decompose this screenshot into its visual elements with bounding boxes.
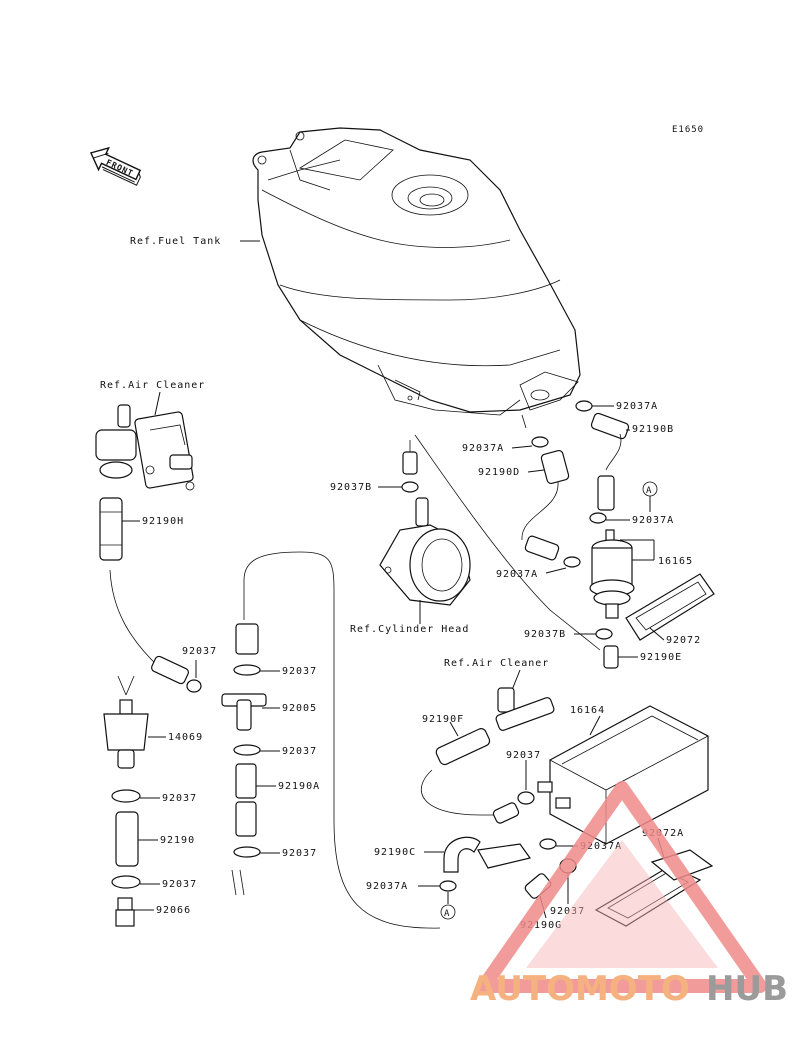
label-92072: 92072 [666,635,701,646]
hose-short-canister [492,802,520,824]
ref-cylinder-head: Ref.Cylinder Head [350,624,469,635]
label-92005: 92005 [282,703,317,714]
label-16165: 16165 [658,556,693,567]
hose-92190B [590,412,630,440]
clamp-92037A-5 [539,838,557,850]
label-92037-8: 92037 [550,906,585,917]
clamp-92037-2 [233,664,261,676]
air-cleaner-tjoint [495,687,555,731]
marker-a-top-label: A [646,486,652,496]
watermark-part2: HUB [706,969,788,1009]
clamp-92037B-2 [595,628,613,640]
hose-92190C-b [477,843,532,869]
ref-air-cleaner-mid: Ref.Air Cleaner [444,658,549,669]
hose-stub-right [597,475,615,511]
label-92037-6: 92037 [282,848,317,859]
label-92190B: 92190B [632,424,674,435]
label-92037A-2: 92037A [462,443,504,454]
label-92037A-1: 92037A [616,401,658,412]
clamp-92037A-1 [575,400,593,412]
plug-92066 [115,897,135,927]
hose-piece-lower-mid [524,535,560,561]
label-92066: 92066 [156,905,191,916]
label-92072A: 92072A [642,828,684,839]
label-92037-2: 92037 [282,666,317,677]
canister-16164 [537,705,709,845]
hose-92190E [603,645,619,669]
marker-a-bottom [440,904,456,920]
clamp-92037A-4 [563,556,581,568]
label-92037-5: 92037 [162,879,197,890]
label-92037-1: 92037 [182,646,217,657]
label-92190F: 92190F [422,714,464,725]
label-92037-4: 92037 [282,746,317,757]
hose-92190 [115,811,139,867]
label-92190C: 92190C [374,847,416,858]
air-cleaner-valve [95,404,195,491]
hose-92190D [540,449,570,485]
ref-fuel-tank: Ref.Fuel Tank [130,236,221,247]
valve-16165 [589,529,635,619]
clamp-92037A-2 [531,436,549,448]
clamp-92037-3 [111,789,141,803]
label-92190H: 92190H [142,516,184,527]
fuel-tank [252,127,581,429]
label-92037-7: 92037 [506,750,541,761]
label-14069: 14069 [168,732,203,743]
marker-a-bottom-label: A [444,909,450,919]
label-92037A-3: 92037A [632,515,674,526]
watermark: AUTOMOTO HUB [470,781,788,1009]
label-92037A-4: 92037A [496,569,538,580]
hose-piece-left [151,655,202,693]
hose-92190F [435,728,491,766]
fuel-filter-14069 [103,675,149,769]
hose-92190H [99,497,123,561]
ref-air-cleaner-top: Ref.Air Cleaner [100,380,205,391]
label-92037B-2: 92037B [524,629,566,640]
label-92190E: 92190E [640,652,682,663]
t-joint-92005 [221,693,267,731]
watermark-part1: AUTOMOTO [470,969,690,1009]
front-arrow-icon: FRONT [89,146,142,186]
hose-stub-top [402,451,418,475]
clamp-92037-4 [233,744,261,756]
label-92190: 92190 [160,835,195,846]
label-92190A: 92190A [278,781,320,792]
hose-92190C [443,836,481,873]
label-92190G: 92190G [520,920,562,931]
bracket-92072 [625,573,715,641]
label-92037-3: 92037 [162,793,197,804]
label-92037B-1: 92037B [330,482,372,493]
watermark-triangle-icon [477,781,767,993]
label-16164: 16164 [570,705,605,716]
hose-piece-mid [235,623,259,655]
clamp-92037-7 [517,791,535,805]
clamp-92037A-6 [439,880,457,892]
hose-92190A [235,763,257,837]
clamp-92037-5 [111,875,141,889]
clamp-92037B-1 [401,481,419,493]
clamp-92037-6 [233,846,261,858]
cylinder-head-intake [379,497,471,606]
label-92037A-6: 92037A [366,881,408,892]
label-92190D: 92190D [478,467,520,478]
label-92037A-5: 92037A [580,841,622,852]
clamp-92037A-3 [589,512,607,524]
diagram-code: E1650 [672,125,704,135]
